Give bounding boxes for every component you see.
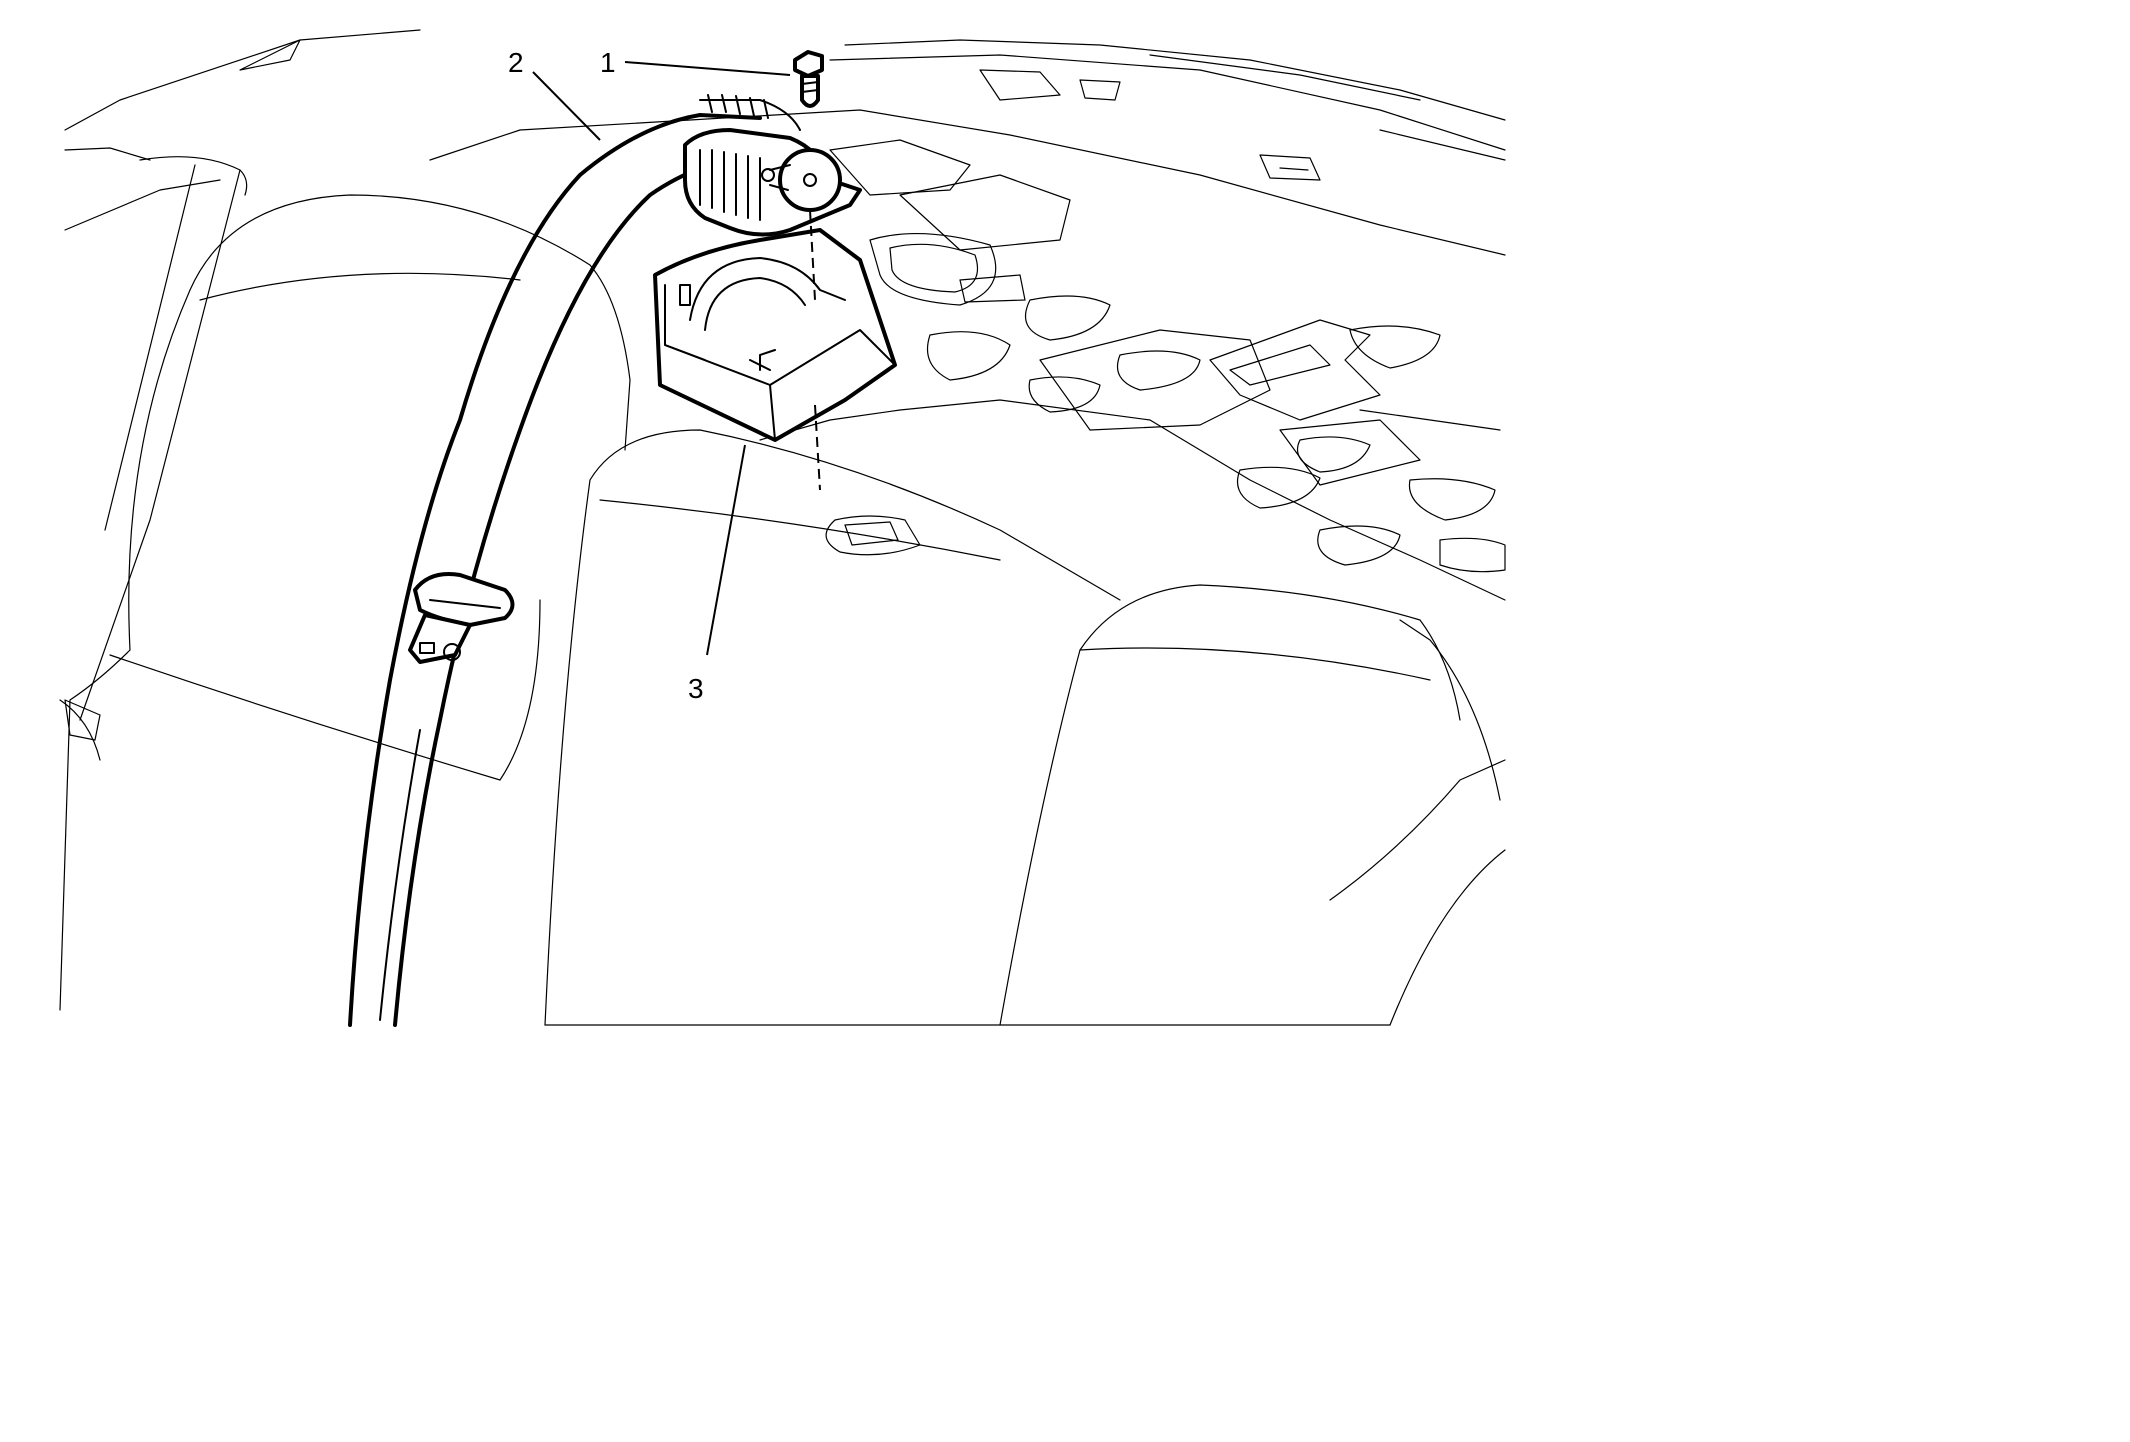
callout-3: 3 <box>688 444 746 704</box>
callout-3-leader <box>706 444 746 656</box>
seat-belt-webbing <box>348 112 762 1027</box>
rear-seat-back <box>59 194 1506 1026</box>
alignment-lines <box>809 209 821 491</box>
callout-1-label: 1 <box>600 47 616 78</box>
callout-2-label: 2 <box>508 47 524 78</box>
retractor-trim-cover <box>653 228 897 442</box>
callout-3-label: 3 <box>688 673 704 704</box>
package-shelf <box>429 109 1506 801</box>
retractor-bolt <box>793 50 824 108</box>
vehicle-body-structure <box>64 29 1506 231</box>
callout-1: 1 <box>600 47 791 78</box>
callout-2-leader <box>532 71 601 141</box>
callout-1-leader <box>624 61 791 76</box>
callout-2: 2 <box>508 47 601 141</box>
left-pillar-trim <box>79 156 248 721</box>
seat-belt-retractor-diagram: 1 2 3 <box>59 29 1506 1027</box>
